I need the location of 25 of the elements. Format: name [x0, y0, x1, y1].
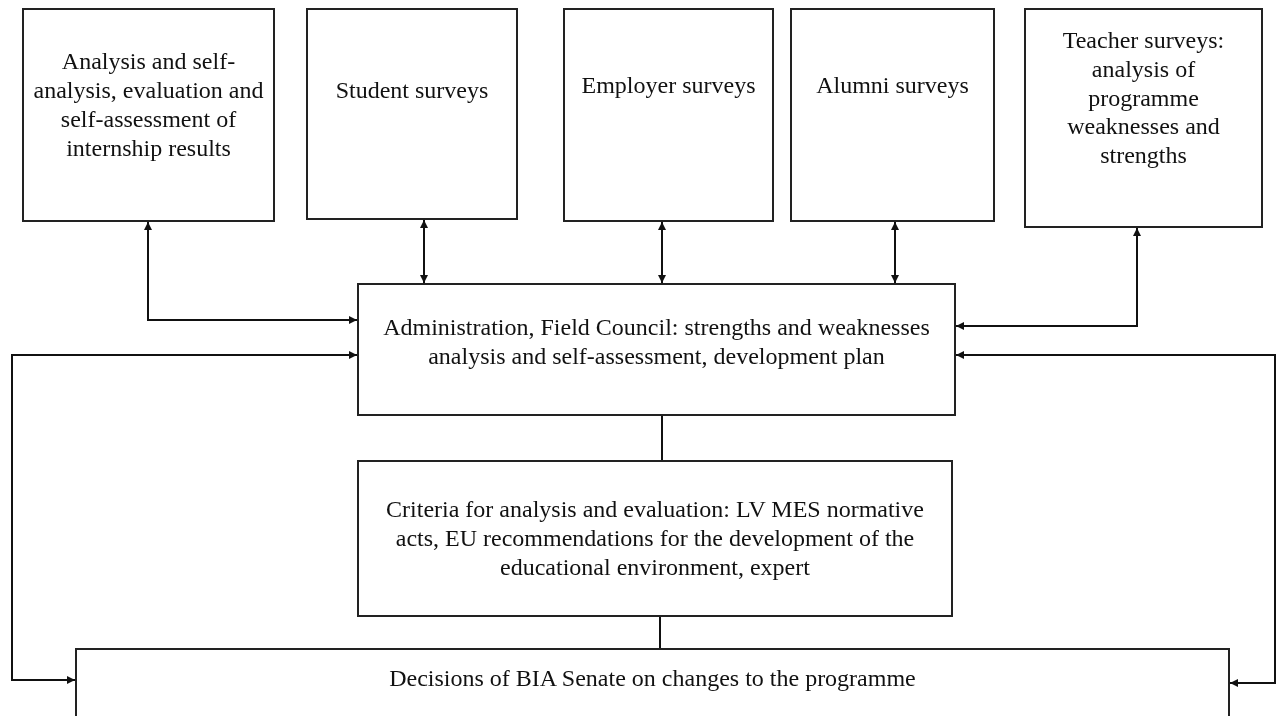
- arrow: [891, 221, 899, 284]
- box-text: Administration, Field Council: strengths and weaknesses analysis and self-assessment, development plan: [382, 312, 931, 371]
- process-box: [790, 8, 995, 222]
- box-text: Analysis and self-analysis, evaluation and self-assessment of internship results: [32, 47, 265, 163]
- process-box: [22, 8, 275, 222]
- process-box: [357, 460, 953, 617]
- box-text: Employer surveys: [581, 70, 756, 100]
- arrow: [658, 221, 666, 284]
- arrow: [955, 351, 1276, 687]
- process-box: [357, 283, 956, 416]
- box-text: Criteria for analysis and evaluation: LV MES normative acts, EU recommendations for the development of the educational environment, expert: [385, 495, 925, 582]
- arrow: [144, 221, 358, 324]
- connector-line: [661, 415, 663, 461]
- arrow: [955, 227, 1141, 330]
- process-box: [75, 648, 1230, 716]
- box-text: Student surveys: [335, 75, 489, 105]
- connector-line: [659, 616, 661, 649]
- box-text: Decisions of BIA Senate on changes to the programme: [389, 664, 916, 693]
- box-text: Alumni surveys: [816, 70, 969, 100]
- process-box: [1024, 8, 1263, 228]
- arrow: [420, 219, 428, 284]
- box-text: Teacher surveys: analysis of programme weaknesses and strengths: [1061, 26, 1226, 170]
- arrow: [11, 351, 358, 684]
- process-box: [563, 8, 774, 222]
- process-box: [306, 8, 518, 220]
